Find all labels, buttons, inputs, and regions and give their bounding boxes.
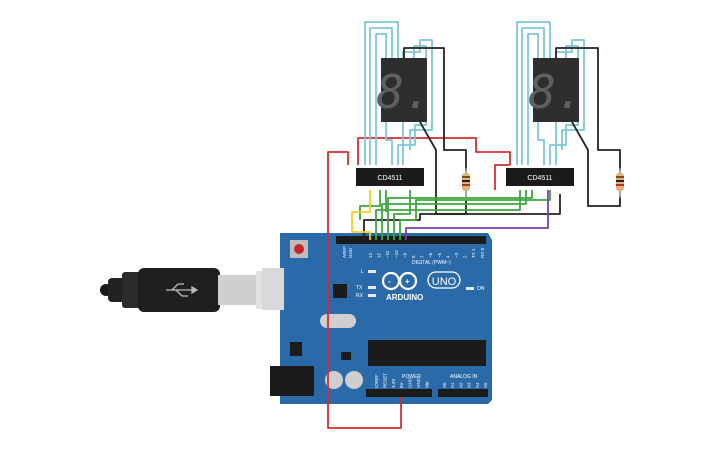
digital-pin-label-11: 2 (463, 255, 468, 258)
atmega-chip (368, 340, 486, 366)
digital-pin-label-12: TX 1 (471, 248, 476, 258)
wire-seg-b2[interactable] (516, 21, 551, 165)
power-pin-label-1: RESET (382, 373, 387, 388)
digital-pin-label-8: ~5 (437, 252, 442, 258)
arduino-logo-icon (381, 271, 418, 291)
svg-text:+: + (405, 277, 410, 286)
gnd-label: GND (348, 247, 353, 258)
seven-segment-display-2[interactable]: 8. (528, 58, 584, 122)
wire-seg-f2[interactable] (537, 122, 545, 165)
wire-seg-e2[interactable] (549, 45, 579, 165)
power-jack (270, 366, 314, 396)
wire-gnd-chips[interactable] (363, 194, 561, 240)
usb-jack (262, 268, 284, 310)
cd4511-chip-1[interactable]: CD4511 (356, 168, 424, 186)
led-on (466, 287, 474, 290)
wire-seg-f1[interactable] (385, 122, 393, 165)
arduino-uno-board[interactable]: - + UNO ARDUINO DIGITAL (PWM~) L TX RX O… (262, 233, 492, 404)
svg-text:-: - (388, 277, 391, 286)
digital-pin-label-7: ~6 (428, 252, 433, 258)
regulator (290, 342, 302, 356)
seven-segment-display-1[interactable]: 8. (376, 58, 432, 122)
led-l-label: L (361, 269, 364, 275)
chip-1-label: CD4511 (377, 175, 402, 182)
wire-gnd-disp2[interactable] (555, 47, 621, 170)
power-pin-label-5: GND (416, 377, 421, 388)
digital-pin-label-4: ~9 (402, 252, 407, 258)
smd-chip (341, 352, 351, 360)
digital-pin-label-5: 8 (411, 255, 416, 258)
wire-seg-a2[interactable] (521, 27, 545, 165)
wire-seg-d1[interactable] (402, 39, 433, 165)
power-header (366, 389, 432, 397)
analog-pin-label-5: A5 (483, 382, 488, 388)
wire-5v[interactable] (327, 151, 402, 429)
digital-pin-label-3: ~10 (394, 250, 399, 258)
power-pin-label-2: 3.3V (391, 379, 396, 388)
digital-pin-label-6: 7 (420, 255, 425, 258)
led-rx-label: RX (356, 293, 364, 299)
power-label: POWER (402, 374, 421, 380)
usb-cable[interactable] (100, 268, 284, 312)
wire-d9[interactable] (387, 190, 533, 240)
cd4511-chip-2[interactable]: CD4511 (506, 168, 574, 186)
led-on-label: ON (477, 286, 485, 292)
wire-seg-c1[interactable] (375, 33, 387, 165)
digital-pin-label-9: 4 (445, 255, 450, 258)
chip-2-label: CD4511 (527, 175, 552, 182)
display-1-digit: 8. (376, 65, 431, 119)
digital-pin-label-13: RX 0 (480, 247, 485, 258)
power-pin-label-6: Vin (424, 381, 429, 388)
aref-label: AREF (342, 246, 347, 258)
capacitor-1 (325, 371, 343, 389)
wire-seg-c2[interactable] (527, 33, 539, 165)
digital-pin-label-2: ~11 (385, 250, 390, 258)
wires (327, 21, 621, 429)
capacitor-2 (345, 371, 363, 389)
analog-header (438, 389, 488, 397)
wire-d7[interactable] (399, 190, 551, 240)
display-2-digit: 8. (528, 65, 583, 119)
usb-icon (166, 283, 199, 297)
resistor-2[interactable] (616, 168, 624, 198)
digital-pin-label-1: 12 (377, 252, 382, 258)
digital-label: DIGITAL (PWM~) (412, 260, 451, 266)
resistor-1[interactable] (462, 168, 470, 198)
led-tx (368, 286, 376, 289)
analog-pin-label-2: A2 (458, 382, 463, 388)
analog-pin-label-4: A4 (475, 382, 480, 388)
wire-d12[interactable] (351, 190, 371, 240)
analog-pin-label-3: A3 (467, 382, 472, 388)
wire-vcc-3[interactable] (494, 164, 510, 190)
wire-vcc-1[interactable] (357, 137, 477, 165)
power-pin-label-3: 5V (399, 382, 404, 388)
led-rx (368, 294, 376, 297)
led-tx-label: TX (356, 285, 363, 291)
power-pin-label-4: GND (408, 377, 413, 388)
digital-header (336, 236, 486, 244)
board-brand: ARDUINO (386, 293, 423, 302)
digital-pin-label-0: 13 (368, 252, 373, 258)
wire-d6[interactable] (405, 190, 549, 240)
wire-gnd-disp1[interactable] (403, 47, 467, 170)
wire-seg-e1[interactable] (397, 45, 427, 165)
crystal (320, 314, 356, 328)
board-model: UNO (432, 276, 457, 288)
wire-gnd-res2[interactable] (571, 121, 621, 207)
wire-vcc-2[interactable] (475, 145, 511, 165)
analog-pin-label-0: A0 (442, 382, 447, 388)
analog-pin-label-1: A1 (450, 382, 455, 388)
wire-seg-a1[interactable] (369, 27, 393, 165)
wire-seg-b1[interactable] (364, 21, 399, 165)
analog-label: ANALOG IN (450, 374, 478, 380)
digital-pin-label-10: ~3 (454, 252, 459, 258)
wire-d10[interactable] (381, 190, 527, 240)
led-l (368, 270, 376, 273)
power-pin-label-0: IOREF (374, 374, 379, 388)
wire-d8[interactable] (393, 190, 411, 240)
usb-chip (333, 284, 347, 298)
